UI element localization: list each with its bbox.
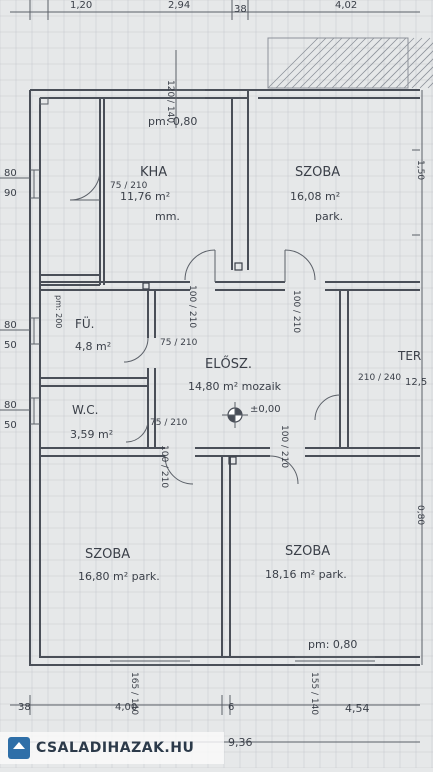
hatch-line <box>363 37 415 89</box>
hatch-line <box>291 37 343 89</box>
room-fu-name: FÜ. <box>75 315 95 331</box>
hatch-line <box>267 37 319 89</box>
hatch-line <box>307 37 359 89</box>
room-kha-floor: mm. <box>155 210 180 223</box>
room-kha-area: 11,76 m² <box>120 190 170 203</box>
column-markers <box>142 262 243 465</box>
room-kha-name: KHA <box>140 165 167 180</box>
label-door-wc: 75 / 210 <box>150 418 188 428</box>
room-wc-area: 3,59 m² <box>70 428 113 441</box>
label-pm-fu: pm: 200 <box>54 295 63 328</box>
hatch-line <box>403 58 433 89</box>
hatch-line <box>323 37 375 89</box>
label-pm-bottom: pm: 0,80 <box>308 638 357 651</box>
dim-left-1: 80 <box>4 168 17 179</box>
dim-bottom-4: 4,54 <box>345 702 370 715</box>
hatch-line <box>347 37 399 89</box>
site-watermark: CSALADIHAZAK.HU <box>0 732 224 764</box>
hatch-line <box>419 74 433 89</box>
label-door-elosz: 75 / 210 <box>160 338 198 348</box>
dim-top-2: 2,94 <box>168 0 190 11</box>
room-elosz-area: 14,80 m² mozaik <box>188 380 282 393</box>
hatch-line <box>299 37 351 89</box>
label-door-terrace: 210 / 240 <box>358 373 401 383</box>
room-wc-name: W.C. <box>72 403 99 417</box>
dim-total: 9,36 <box>228 736 253 749</box>
door-swings <box>69 169 341 485</box>
label-window-kitchen: 120 / 140 <box>165 80 175 123</box>
room-ter-name: TER <box>397 349 421 363</box>
room-fu-area: 4,8 m² <box>75 340 111 353</box>
house-logo-icon <box>8 737 30 759</box>
room-szoba1-floor: park. <box>315 210 343 223</box>
hatch-line <box>283 37 335 89</box>
dim-bottom-1: 38 <box>18 702 31 713</box>
label-door-kitchen: 75 / 210 <box>110 181 148 191</box>
dim-bottom-2: 4,00 <box>115 702 137 713</box>
dim-top-4: 4,02 <box>335 0 357 11</box>
room-szoba3-area: 18,16 m² park. <box>265 568 347 581</box>
room-szoba3-name: SZOBA <box>285 544 330 559</box>
room-ter-area: 12,5 <box>405 377 427 388</box>
hatch-line <box>331 37 383 89</box>
hatch-line <box>315 37 367 89</box>
hatch-line <box>275 37 327 89</box>
dim-left-5: 80 <box>4 400 17 411</box>
hatch-line <box>395 50 433 89</box>
watermark-text: CSALADIHAZAK.HU <box>36 740 195 756</box>
label-door-100-a: 100 / 210 <box>187 285 197 328</box>
label-pm-top: pm: 0,80 <box>148 115 197 128</box>
label-door-100-d: 100 / 210 <box>279 425 289 468</box>
dim-bottom-3: 6 <box>228 702 234 713</box>
label-win-165: 165 / 140 <box>129 672 139 715</box>
room-szoba2-name: SZOBA <box>85 547 130 562</box>
dim-right-2: 0,80 <box>415 505 425 525</box>
hatch-line <box>379 37 431 89</box>
label-door-100-c: 100 / 210 <box>159 445 169 488</box>
dim-top-1: 1,20 <box>70 0 92 11</box>
room-szoba1-name: SZOBA <box>295 165 340 180</box>
room-szoba1-area: 16,08 m² <box>290 190 340 203</box>
interior-walls <box>39 97 420 657</box>
level-marker <box>222 402 248 428</box>
hatch-line <box>387 42 433 89</box>
windows <box>30 89 420 666</box>
hatch-line <box>355 37 407 89</box>
terrace-hatch <box>267 37 433 89</box>
dim-left-3: 80 <box>4 320 17 331</box>
dim-right-1: 1,50 <box>415 160 425 180</box>
room-elosz-name: ELŐSZ. <box>205 356 252 372</box>
label-door-100-b: 100 / 210 <box>291 290 301 333</box>
label-level: ±0,00 <box>250 404 281 415</box>
hatch-line <box>411 66 433 89</box>
hatch-line <box>339 37 391 89</box>
label-win-155: 155 / 140 <box>309 672 319 715</box>
dim-top-3: 38 <box>234 4 247 15</box>
dim-left-6: 50 <box>4 420 17 431</box>
hatch-line <box>371 37 423 89</box>
dim-left-4: 50 <box>4 340 17 351</box>
room-szoba2-area: 16,80 m² park. <box>78 570 160 583</box>
dim-left-2: 90 <box>4 188 17 199</box>
